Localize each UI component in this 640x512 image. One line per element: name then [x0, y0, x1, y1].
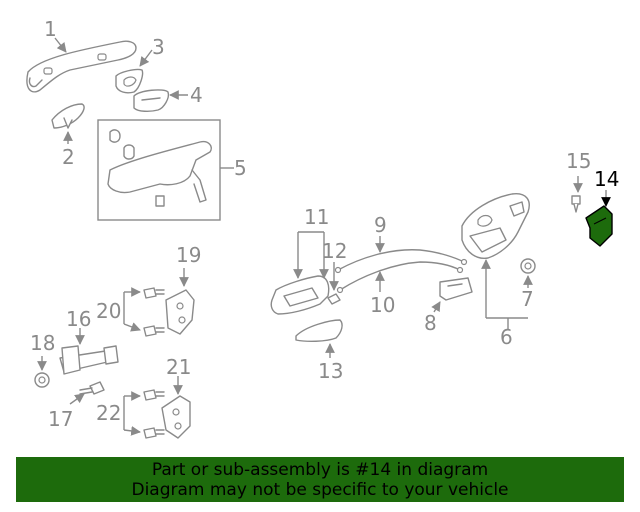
- callout-9: 9: [374, 213, 387, 237]
- callout-5: 5: [234, 156, 247, 180]
- part-17-bolt: 17: [48, 381, 105, 431]
- callout-19: 19: [176, 243, 201, 267]
- part-8-clip: 8: [424, 277, 473, 335]
- callout-1: 1: [44, 17, 57, 41]
- callout-16: 16: [66, 307, 91, 331]
- callout-17: 17: [48, 407, 73, 431]
- part-16-door-check: 16: [59, 307, 119, 375]
- part-9-cable: 9: [334, 213, 468, 274]
- part-15-screw: 15: [566, 149, 591, 213]
- callout-20: 20: [96, 299, 121, 323]
- callout-21: 21: [166, 355, 191, 379]
- part-18-nut: 18: [30, 331, 55, 388]
- banner-line-2: Diagram may not be specific to your vehi…: [131, 480, 509, 500]
- callout-13: 13: [318, 359, 343, 383]
- part-5-handle-frame: 5: [97, 119, 247, 221]
- callout-22: 22: [96, 401, 121, 425]
- callout-2: 2: [62, 145, 75, 169]
- part-22-hinge-bolts: 22: [96, 389, 165, 439]
- banner-line-1: Part or sub-assembly is #14 in diagram: [151, 460, 489, 480]
- part-14-highlighted: 14: [585, 167, 619, 247]
- part-10-cable: 10: [336, 261, 464, 317]
- part-2-handle-cap: 2: [51, 103, 85, 169]
- info-banner: Part or sub-assembly is #14 in diagram D…: [16, 457, 624, 502]
- callout-3: 3: [152, 35, 165, 59]
- part-21-lower-hinge: 21: [161, 355, 191, 439]
- callout-4: 4: [190, 83, 203, 107]
- part-12-clip: 12: [322, 239, 347, 305]
- callout-6: 6: [500, 325, 513, 349]
- callout-12: 12: [322, 239, 347, 263]
- part-11-inside-handle: 11: [270, 205, 329, 315]
- callout-10: 10: [370, 293, 395, 317]
- callout-7: 7: [521, 287, 534, 311]
- part-3-bezel: 3: [115, 35, 165, 94]
- part-4-pad: 4: [133, 83, 203, 113]
- parts-diagram: 1 2 3 4 5 11: [26, 17, 619, 439]
- callout-11: 11: [304, 205, 329, 229]
- callout-15: 15: [566, 149, 591, 173]
- part-13-trim: 13: [295, 319, 343, 383]
- part-20-hinge-bolts: 20: [96, 287, 165, 337]
- part-7-grommet: 7: [520, 258, 536, 311]
- part-19-upper-hinge: 19: [165, 243, 201, 335]
- callout-18: 18: [30, 331, 55, 355]
- callout-14: 14: [594, 167, 619, 191]
- part-6-lock-assembly: 6: [461, 193, 530, 349]
- callout-8: 8: [424, 311, 437, 335]
- part-1-outside-handle: 1: [26, 17, 137, 93]
